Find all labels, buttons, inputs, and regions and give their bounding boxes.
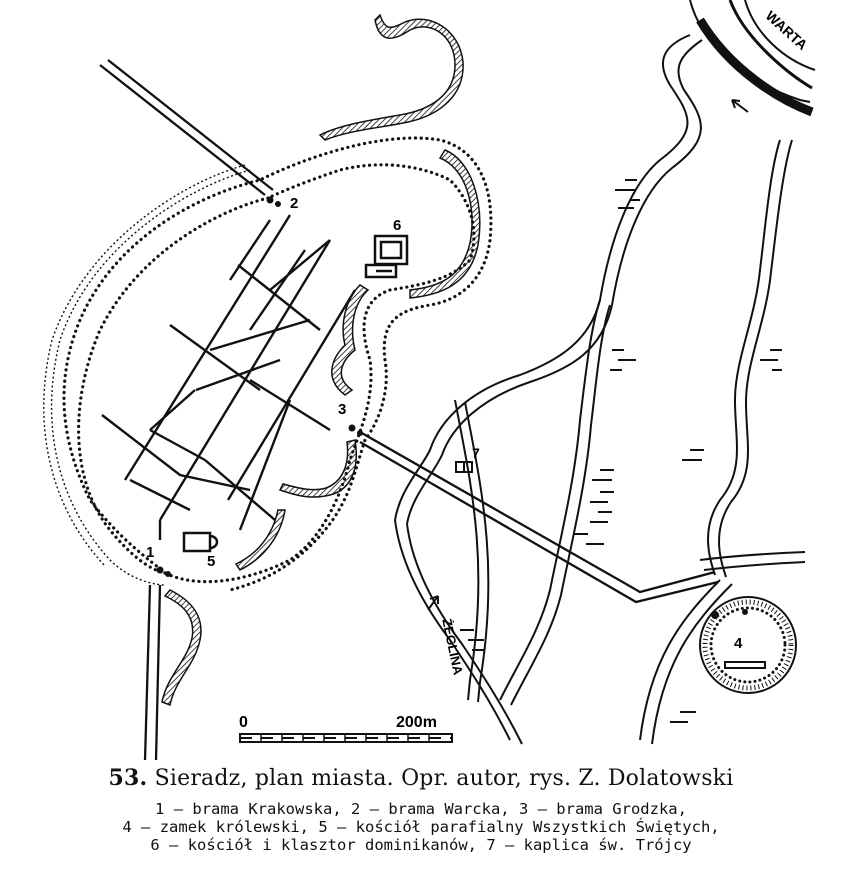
- town-walls: [62, 136, 493, 592]
- figure-title: Sieradz, plan miasta. Opr. autor, rys. Z…: [154, 766, 734, 791]
- zeglina-label: ŻEGLINA: [439, 617, 466, 677]
- label-5: 5: [207, 553, 215, 570]
- legend-line: 1 — brama Krakowska, 2 — brama Warcka, 3…: [155, 800, 687, 818]
- marsh-symbols: [460, 179, 782, 723]
- figure-caption: 53. Sieradz, plan miasta. Opr. autor, ry…: [0, 765, 842, 791]
- river-channels: [394, 34, 806, 745]
- chapel-7-building: [455, 461, 473, 473]
- legend-line: 4 — zamek królewski, 5 — kościół parafia…: [122, 818, 720, 836]
- town-plan-map: WARTA ŻEGLINA: [43, 0, 816, 760]
- legend: 1 — brama Krakowska, 2 — brama Warcka, 3…: [0, 800, 842, 854]
- warta-label: WARTA: [763, 8, 811, 54]
- label-1: 1: [146, 544, 154, 561]
- scale-end-label: 200m: [396, 714, 437, 731]
- street-grid: [101, 214, 357, 540]
- figure-number: 53.: [108, 765, 148, 791]
- label-4: 4: [734, 635, 743, 652]
- church-5-building: [182, 531, 219, 553]
- warta-river: [689, 0, 816, 117]
- church-6-building: [364, 234, 409, 279]
- legend-line: 6 — kościół i klasztor dominikanów, 7 — …: [150, 836, 692, 854]
- zeglina-flow-arrow: [427, 595, 439, 611]
- moat-outer: [43, 164, 251, 586]
- label-6: 6: [393, 217, 401, 234]
- gate-markers: [156, 196, 363, 577]
- scale-zero-label: 0: [239, 714, 248, 731]
- embankments: [161, 13, 481, 707]
- label-3: 3: [338, 401, 346, 418]
- roads: [99, 59, 719, 760]
- castle-mound: [699, 596, 797, 694]
- scale-bar: [239, 733, 453, 743]
- label-7: 7: [472, 445, 480, 461]
- warta-flow-arrow: [731, 99, 749, 113]
- label-2: 2: [290, 195, 298, 212]
